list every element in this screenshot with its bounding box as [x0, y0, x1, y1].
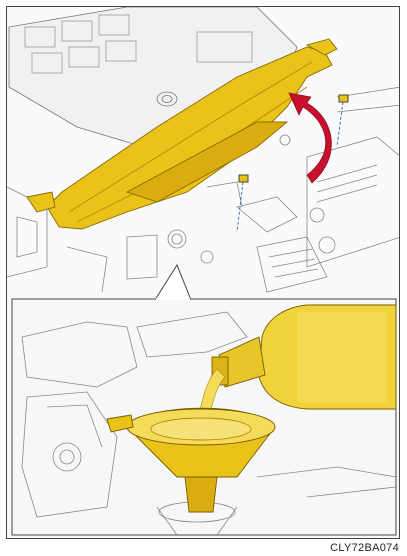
inset-panel: [12, 265, 396, 535]
engine-bay-illustration: [7, 7, 400, 292]
illustration: [7, 7, 400, 539]
figure-frame: [6, 6, 400, 539]
figure-code: CLY72BA074: [330, 542, 399, 554]
removal-arrow: [289, 93, 331, 183]
bolt-left: [237, 175, 248, 232]
inset-pointer: [155, 265, 191, 300]
bolt-right: [337, 95, 348, 147]
